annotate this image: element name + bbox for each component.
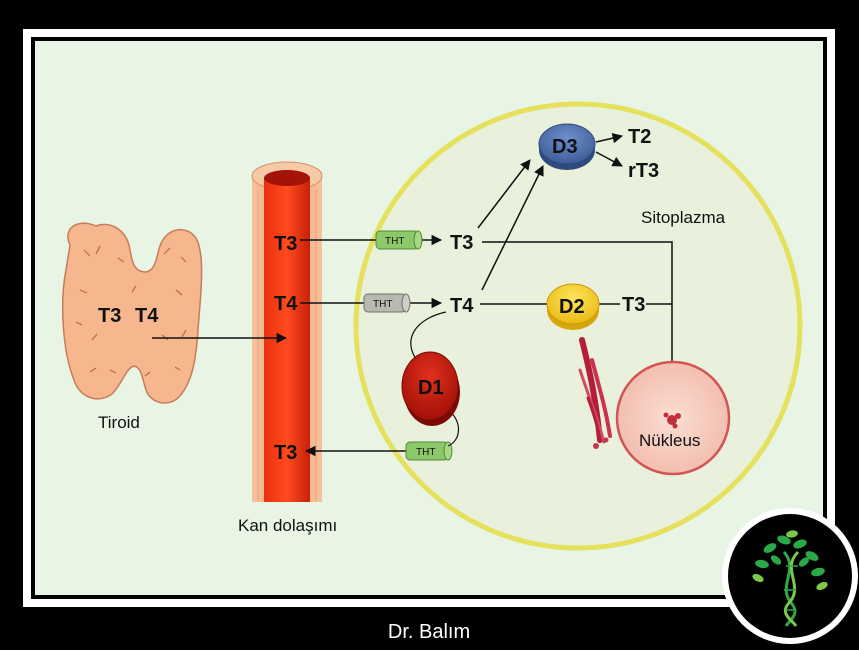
t2-label: T2	[628, 126, 651, 148]
vessel-t3-bottom: T3	[274, 442, 297, 464]
transporter-bottom	[405, 441, 453, 461]
rt3-label: rT3	[628, 160, 659, 182]
cell-t4-label: T4	[450, 295, 474, 317]
cell-t3-label: T3	[450, 232, 473, 254]
thyroid-t3-label: T3	[98, 305, 121, 327]
transporter-middle-label: THT	[373, 299, 392, 310]
thyroid-caption: Tiroid	[98, 413, 140, 432]
transporter-top-label: THT	[385, 236, 404, 247]
thyroid-gland	[61, 222, 203, 404]
nucleolus	[663, 412, 681, 429]
d3-to-rt3-arrow	[595, 151, 623, 167]
d3-label: D3	[552, 136, 578, 158]
transporter-bottom-label: THT	[416, 447, 435, 458]
d2-enzyme	[546, 283, 600, 330]
vessel-caption: Kan dolaşımı	[238, 516, 337, 535]
d2-t3-label: T3	[622, 294, 645, 316]
d2-label: D2	[559, 296, 585, 318]
t3-to-d3-arrow	[477, 159, 531, 229]
tree-dna-logo-icon	[722, 508, 858, 644]
cytoplasm-label: Sitoplazma	[641, 208, 726, 227]
d3-enzyme	[538, 123, 596, 170]
vessel-t4: T4	[274, 293, 298, 315]
transporter-top	[375, 230, 423, 250]
nucleus-label: Nükleus	[639, 431, 700, 450]
t4-to-d3-arrow	[481, 165, 544, 291]
d1-enzyme	[401, 351, 460, 426]
transporter-middle	[363, 293, 411, 313]
golgi-organelle	[578, 337, 612, 449]
thyroid-t4-label: T4	[135, 305, 159, 327]
d3-to-t2-arrow	[595, 133, 624, 144]
t4-to-d1-curve	[410, 311, 447, 363]
footer-credit: Dr. Balım	[388, 621, 470, 643]
t3-to-nucleus-arrow	[482, 241, 678, 399]
blood-vessel	[251, 161, 323, 502]
d1-label: D1	[418, 377, 444, 399]
vessel-t3-top: T3	[274, 233, 297, 255]
